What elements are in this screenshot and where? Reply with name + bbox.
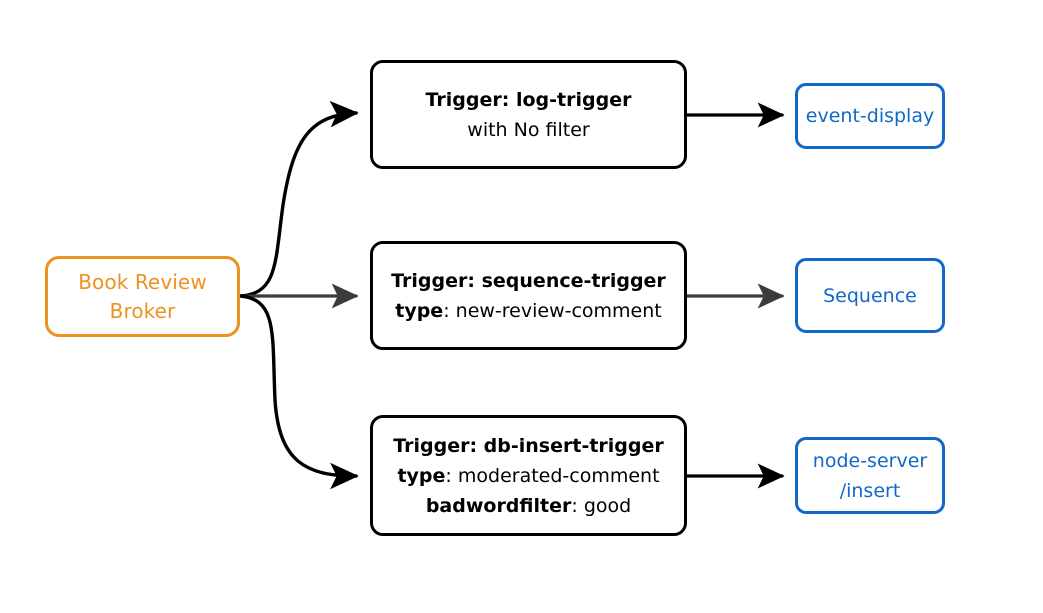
- node-service-event-display[interactable]: event-display: [795, 83, 945, 149]
- node-trigger-sequence-trigger[interactable]: Trigger: sequence-trigger type: new-revi…: [370, 241, 687, 350]
- node-book-review-broker[interactable]: Book Review Broker: [45, 256, 240, 337]
- trigger-db-badwordfilter-value: good: [583, 494, 632, 517]
- trigger-db-badwordfilter-key: badwordfilter: [425, 494, 572, 517]
- broker-label-line-2: Broker: [109, 298, 176, 323]
- broker-label-line-1: Book Review: [78, 269, 207, 294]
- node-trigger-db-insert-trigger[interactable]: Trigger: db-insert-trigger type: moderat…: [370, 415, 687, 536]
- node-service-node-server-insert[interactable]: node-server /insert: [795, 437, 945, 514]
- trigger-log-title: Trigger: log-trigger: [425, 88, 632, 111]
- trigger-db-type: type: moderated-comment: [397, 464, 660, 487]
- trigger-db-type-value: moderated-comment: [457, 464, 660, 487]
- service-node-server-label-line-2: /insert: [839, 479, 901, 502]
- service-event-display-label: event-display: [805, 105, 935, 127]
- trigger-sequence-type-value: new-review-comment: [455, 299, 662, 322]
- service-node-server-label-line-1: node-server: [812, 449, 928, 472]
- node-service-sequence[interactable]: Sequence: [795, 258, 945, 333]
- trigger-sequence-type-key: type: [395, 299, 444, 322]
- trigger-db-badwordfilter: badwordfilter: good: [425, 494, 632, 517]
- trigger-sequence-type: type: new-review-comment: [395, 299, 662, 322]
- edge-broker-to-db-insert-trigger: [239, 294, 359, 490]
- trigger-log-filter: with No filter: [467, 118, 590, 141]
- node-trigger-log-trigger[interactable]: Trigger: log-trigger with No filter: [370, 60, 687, 169]
- trigger-sequence-title: Trigger: sequence-trigger: [391, 269, 666, 292]
- trigger-db-title: Trigger: db-insert-trigger: [393, 434, 664, 457]
- service-sequence-label: Sequence: [823, 284, 917, 307]
- trigger-db-type-key: type: [397, 464, 446, 487]
- edge-broker-to-log-trigger: [239, 100, 359, 298]
